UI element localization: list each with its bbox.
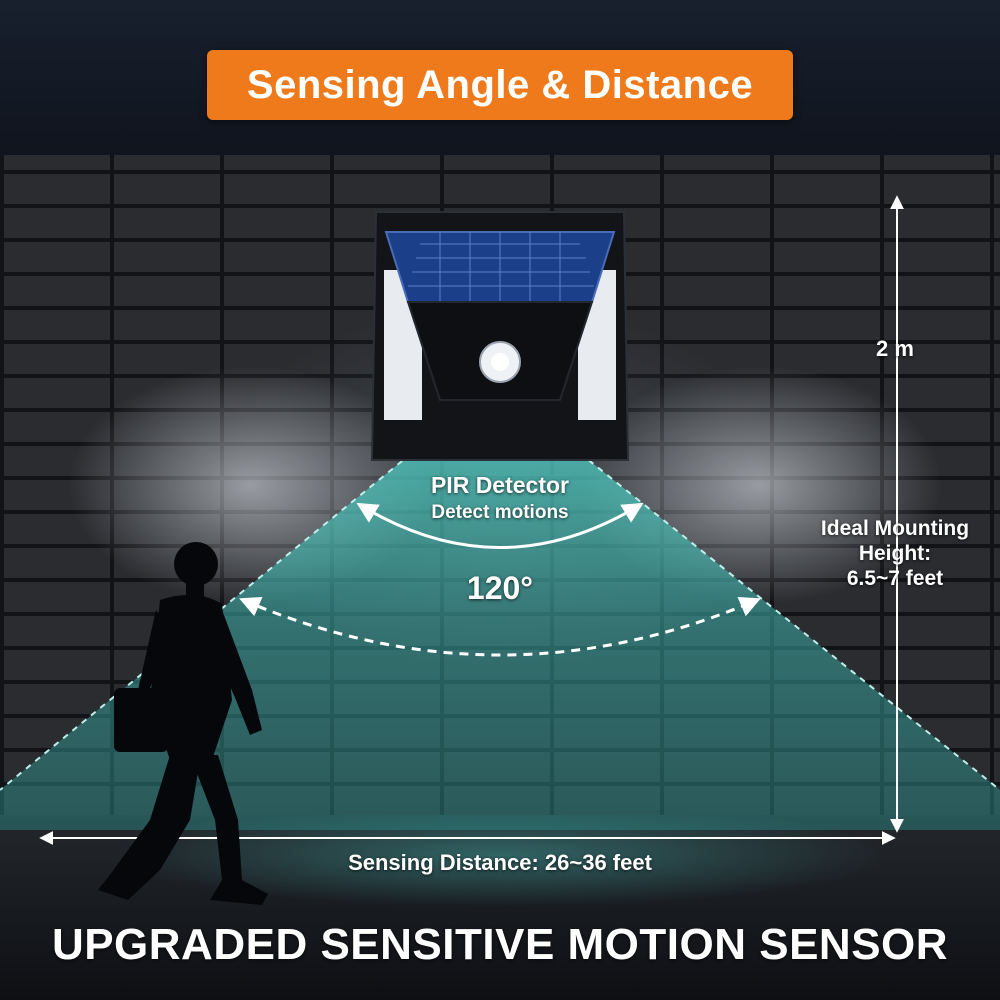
mount-label-line-3: 6.5~7 feet bbox=[846, 567, 944, 590]
sensing-angle-value: 120° bbox=[466, 570, 534, 606]
page-title: Sensing Angle & Distance bbox=[246, 62, 754, 107]
beam-edge-left bbox=[0, 384, 496, 791]
solar-light-icon bbox=[370, 211, 630, 461]
title-banner: Sensing Angle & Distance bbox=[207, 50, 793, 120]
mount-height-value: 2 m bbox=[876, 336, 914, 361]
mount-label-line-1: Ideal Mounting bbox=[820, 517, 970, 540]
sensing-distance-label: Sensing Distance: 26~36 feet bbox=[348, 850, 652, 875]
pir-sensor-icon bbox=[479, 341, 521, 383]
mount-label-line-2: Height: bbox=[858, 542, 932, 565]
footer-headline: UPGRADED SENSITIVE MOTION SENSOR bbox=[51, 920, 949, 969]
person-silhouette-icon bbox=[98, 542, 268, 905]
pir-angle-arrow bbox=[356, 502, 644, 549]
angle-double-arrow-icon bbox=[239, 596, 761, 657]
mount-height-label: Ideal Mounting Height: 6.5~7 feet bbox=[800, 516, 990, 591]
pir-detector-sublabel: Detect motions bbox=[431, 502, 569, 523]
pir-detector-label: PIR Detector bbox=[430, 472, 570, 498]
